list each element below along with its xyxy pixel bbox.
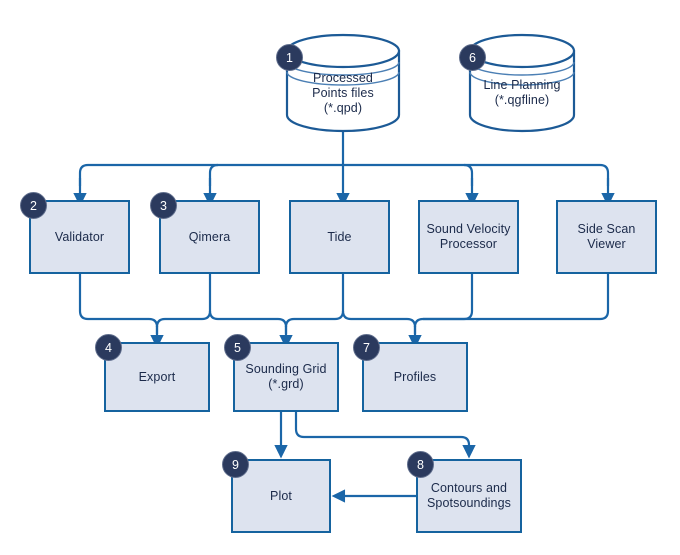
- node-tide-label: Tide: [321, 230, 357, 245]
- cylinder-body-6: [468, 49, 576, 133]
- badge-4[interactable]: 4: [95, 334, 122, 361]
- edge-bus-top-inner-left: [208, 163, 219, 186]
- node-line-planning-label: Line Planning (*.qgfline): [483, 58, 560, 108]
- edge-sounding-grid-to-contours: [294, 412, 476, 459]
- node-contours-and-spotsoundings-label: Contours and Spotsoundings: [421, 481, 517, 511]
- node-contours-and-spotsoundings[interactable]: Contours and Spotsoundings: [416, 459, 522, 533]
- node-sounding-grid[interactable]: Sounding Grid (*.grd): [233, 342, 339, 412]
- label-line: Spotsoundings: [426, 496, 511, 510]
- node-processed-points-label: Processed Points files (*.qpd): [312, 51, 374, 116]
- node-line-planning[interactable]: Line Planning (*.qgfline): [468, 35, 576, 131]
- label-line: Sound Velocity: [426, 222, 511, 236]
- node-export-label: Export: [133, 370, 182, 385]
- cylinder-disk-1b: [286, 71, 400, 86]
- label-line: Profiles: [393, 369, 437, 384]
- label-line: Side Scan: [577, 222, 636, 236]
- node-sound-velocity-processor[interactable]: Sound Velocity Processor: [418, 200, 519, 274]
- label-line: Sounding Grid: [245, 362, 327, 376]
- node-plot-label: Plot: [264, 489, 298, 504]
- label-line: Export: [138, 369, 176, 384]
- node-qimera-label: Qimera: [183, 230, 237, 245]
- badge-7[interactable]: 7: [353, 334, 380, 361]
- node-profiles-label: Profiles: [388, 370, 442, 385]
- node-side-scan-viewer[interactable]: Side Scan Viewer: [556, 200, 657, 274]
- badge-3[interactable]: 3: [150, 192, 177, 219]
- label-line: Tide: [327, 229, 352, 244]
- node-processed-points[interactable]: Processed Points files (*.qpd): [285, 35, 401, 131]
- badge-2[interactable]: 2: [20, 192, 47, 219]
- badge-1[interactable]: 1: [276, 44, 303, 71]
- label-line: Contours and: [430, 481, 508, 495]
- label-line: Line Planning: [483, 78, 561, 92]
- label-line: (*.grd): [268, 377, 304, 391]
- label-line: Processed: [313, 70, 373, 85]
- node-sound-velocity-processor-label: Sound Velocity Processor: [420, 222, 516, 252]
- cylinder-body-1: [285, 49, 401, 133]
- label-line: Plot: [270, 488, 292, 503]
- node-profiles[interactable]: Profiles: [362, 342, 468, 412]
- node-sounding-grid-label: Sounding Grid (*.grd): [239, 362, 332, 392]
- node-qimera[interactable]: Qimera: [159, 200, 260, 274]
- node-plot[interactable]: Plot: [231, 459, 331, 533]
- edge-bus-top-inner-right: [463, 163, 474, 186]
- cylinder-disk-6b: [469, 71, 575, 86]
- label-line: Viewer: [587, 237, 626, 251]
- node-export[interactable]: Export: [104, 342, 210, 412]
- node-tide[interactable]: Tide: [289, 200, 390, 274]
- label-line: (*.qpd): [323, 100, 363, 115]
- label-line: Validator: [54, 229, 105, 244]
- badge-9[interactable]: 9: [222, 451, 249, 478]
- badge-8[interactable]: 8: [407, 451, 434, 478]
- node-validator[interactable]: Validator: [29, 200, 130, 274]
- badge-5[interactable]: 5: [224, 334, 251, 361]
- node-validator-label: Validator: [49, 230, 110, 245]
- node-side-scan-viewer-label: Side Scan Viewer: [572, 222, 642, 252]
- badge-6[interactable]: 6: [459, 44, 486, 71]
- edge-side-scan-out: [423, 274, 610, 321]
- label-line: Points files: [312, 85, 374, 100]
- label-line: Qimera: [188, 229, 231, 244]
- label-line: (*.qgfline): [494, 93, 550, 107]
- label-line: Processor: [439, 237, 498, 251]
